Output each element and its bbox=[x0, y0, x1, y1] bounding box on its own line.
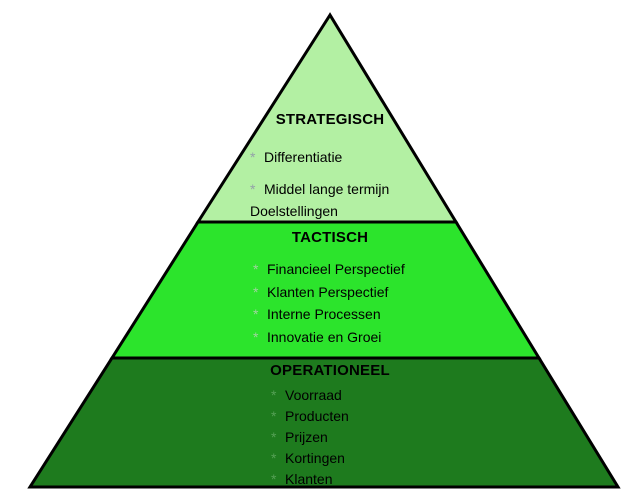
asterisk-bullet-icon: * bbox=[271, 408, 277, 424]
list-item: * Differentiatie bbox=[250, 146, 389, 168]
list-item-text: Producten bbox=[285, 408, 349, 424]
list-item-text-continuation: Doelstellingen bbox=[250, 203, 338, 219]
asterisk-bullet-icon: * bbox=[271, 471, 277, 487]
list-item: * Interne Processen bbox=[253, 303, 405, 326]
level-title-strategisch: STRATEGISCH bbox=[275, 111, 385, 128]
list-item-text: Financieel Perspectief bbox=[267, 261, 405, 277]
list-item-text: Klanten bbox=[285, 471, 333, 487]
asterisk-bullet-icon: * bbox=[253, 328, 259, 345]
list-item-text: Kortingen bbox=[285, 450, 345, 466]
asterisk-bullet-icon: * bbox=[250, 149, 256, 165]
list-item: * Klanten Perspectief bbox=[253, 281, 405, 304]
list-item: * Voorraad bbox=[271, 385, 349, 406]
list-item-text: Middel lange termijn bbox=[264, 181, 390, 197]
list-item-text: Interne Processen bbox=[267, 306, 381, 322]
list-item-text: Innovatie en Groei bbox=[267, 328, 382, 345]
level-strategisch-items: * Differentiatie * Middel lange termijn Do… bbox=[250, 146, 389, 222]
list-item-text: Differentiatie bbox=[264, 149, 343, 165]
list-item: * Producten bbox=[271, 406, 349, 427]
list-item: * Innovatie en Groei bbox=[253, 326, 405, 349]
level-title-operationeel: OPERATIONEEL bbox=[270, 362, 390, 379]
list-item-text: Voorraad bbox=[285, 387, 342, 403]
list-item-text: Klanten Perspectief bbox=[267, 283, 389, 300]
asterisk-bullet-icon: * bbox=[250, 181, 256, 197]
level-operationeel-shape bbox=[27, 356, 621, 489]
asterisk-bullet-icon: * bbox=[271, 450, 277, 466]
level-operationeel-items: * Voorraad * Producten * Prijzen * Kortingen… bbox=[271, 385, 349, 490]
asterisk-bullet-icon: * bbox=[271, 429, 277, 445]
list-item: * Financieel Perspectief bbox=[253, 258, 405, 281]
level-tactisch-items: * Financieel Perspectief * Klanten Perspec… bbox=[253, 258, 405, 348]
list-item: * Kortingen bbox=[271, 448, 349, 469]
level-title-tactisch: TACTISCH bbox=[291, 229, 369, 246]
list-item: * Klanten bbox=[271, 469, 349, 490]
list-item: * Middel lange termijn Doelstellingen bbox=[250, 178, 389, 222]
asterisk-bullet-icon: * bbox=[253, 283, 259, 300]
asterisk-bullet-icon: * bbox=[253, 306, 259, 322]
asterisk-bullet-icon: * bbox=[271, 387, 277, 403]
list-item-text: Prijzen bbox=[285, 429, 328, 445]
list-item: * Prijzen bbox=[271, 427, 349, 448]
asterisk-bullet-icon: * bbox=[253, 261, 259, 277]
